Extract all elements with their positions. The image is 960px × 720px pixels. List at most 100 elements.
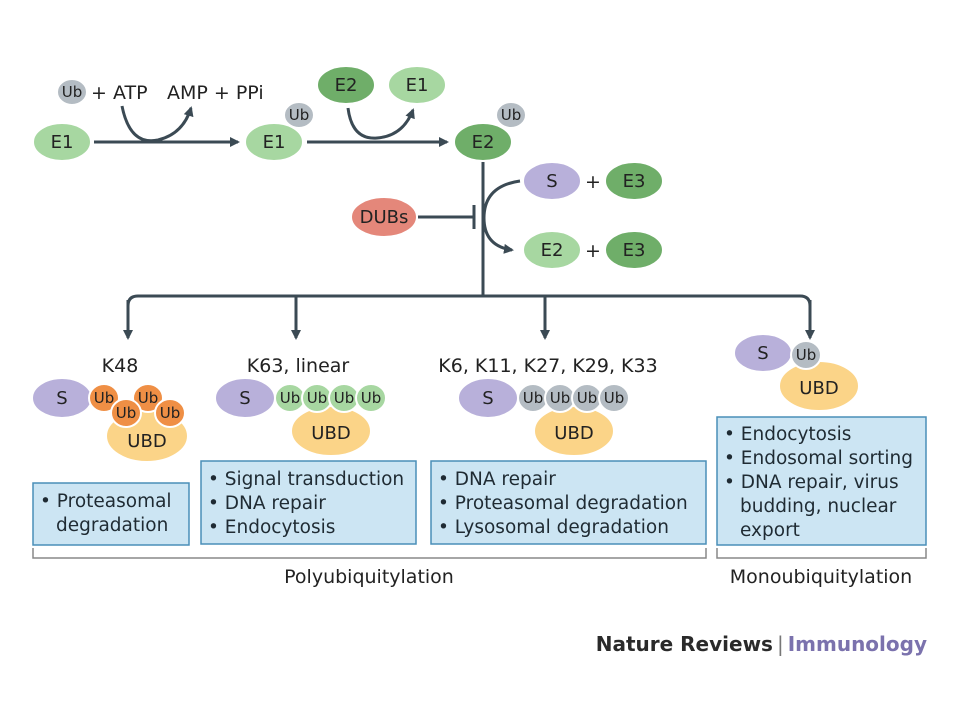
e2-ub-label: E2	[472, 132, 495, 153]
e3-out-node	[604, 230, 664, 270]
ub-k63-2-label: Ub	[307, 389, 328, 407]
poly-label: Polyubiquitylation	[284, 566, 454, 588]
ub-k63-1-label: Ub	[280, 389, 301, 407]
credit-separator: |	[776, 632, 784, 656]
substrate-label: S	[239, 388, 250, 409]
ubd-label: UBD	[127, 431, 166, 452]
substrate-label: S	[757, 343, 768, 364]
ubd-label: UBD	[799, 378, 838, 399]
activation-cascade: Ub + ATP AMP + PPi E1 E1 Ub E2 E1 E2 Ub	[32, 65, 527, 162]
chain-k48: K48 UBD S Ub Ub Ub Ub • Proteasomal degr…	[31, 355, 190, 546]
plus-atp-label: + ATP	[91, 82, 148, 104]
e1-attached-ub-label: Ub	[289, 106, 310, 124]
e2-ub-node	[453, 122, 513, 162]
e1-out-node	[387, 65, 447, 105]
e1-out-label: E1	[406, 75, 429, 96]
ub-k63-4-label: Ub	[361, 389, 382, 407]
dubs-label: DUBs	[360, 207, 409, 228]
e2-e3-out-arc-arrow	[482, 217, 514, 254]
function-box-k48	[32, 482, 190, 546]
function-item: degradation	[56, 515, 168, 536]
function-item: export	[740, 520, 800, 541]
ub-free-node	[56, 78, 88, 106]
e3-out-label: E3	[623, 240, 646, 261]
plus-sign-2: +	[585, 240, 601, 262]
plus-sign-1: +	[585, 171, 601, 193]
ubd-label: UBD	[554, 423, 593, 444]
ub-kother-4	[598, 383, 630, 413]
function-item: • Proteasomal degradation	[438, 493, 688, 514]
function-box-mono	[716, 416, 927, 546]
ub-mono	[790, 340, 822, 370]
ub-k63-3-label: Ub	[334, 389, 355, 407]
ub-k48-1	[88, 383, 120, 413]
e1-label: E1	[51, 132, 74, 153]
function-item: • DNA repair	[208, 493, 326, 514]
function-box-k63	[200, 460, 417, 545]
e2-out-node	[522, 230, 582, 270]
function-item: • Endocytosis	[724, 424, 851, 445]
publisher-name: Nature Reviews	[595, 632, 773, 656]
substrate-label: S	[482, 388, 493, 409]
ub-mono-label: Ub	[796, 346, 817, 364]
ub-k48-3	[110, 398, 142, 428]
substrate-in-label: S	[546, 171, 557, 192]
substrate-label: S	[56, 388, 67, 409]
chain-label-k63: K63, linear	[247, 355, 350, 377]
function-item: • Endocytosis	[208, 517, 335, 538]
mono-brace	[716, 548, 927, 559]
e1-attached-ub	[283, 101, 315, 129]
function-box-kother	[430, 460, 707, 545]
ub-kother-2-label: Ub	[550, 389, 571, 407]
e3-in-label: E3	[623, 171, 646, 192]
ub-kother-4-label: Ub	[604, 389, 625, 407]
e2-out-label: E2	[541, 240, 564, 261]
amp-ppi-label: AMP + PPi	[167, 82, 264, 104]
e3-in-node	[604, 161, 664, 201]
ligation-step: S + E3 E2 + E3 DUBs	[350, 161, 664, 296]
ub-k48-1-label: Ub	[94, 389, 115, 407]
chain-kother: K6, K11, K27, K29, K33 UBD S Ub Ub Ub Ub…	[430, 355, 707, 545]
branch-bar	[126, 294, 812, 333]
ub-k48-4	[154, 398, 186, 428]
e1-ub-label: E1	[263, 132, 286, 153]
mono-label: Monoubiquitylation	[730, 566, 912, 588]
function-item: • DNA repair, virus	[724, 472, 899, 493]
chain-label-k48: K48	[102, 355, 139, 377]
chain-k63: K63, linear UBD S Ub Ub Ub Ub • Signal t…	[200, 355, 417, 545]
function-item: • Signal transduction	[208, 469, 404, 490]
e2-attached-ub-label: Ub	[501, 106, 522, 124]
chain-mono: UBD S Ub • Endocytosis • Endosomal sorti…	[716, 333, 927, 546]
function-item: • Lysosomal degradation	[438, 517, 669, 538]
atp-arc-arrow	[120, 105, 194, 143]
ub-free-label: Ub	[62, 83, 83, 101]
function-item: • Proteasomal	[40, 491, 172, 512]
ub-k48-2	[132, 383, 164, 413]
substrate-in-node	[522, 161, 582, 201]
e2-exchange-arc-arrow	[346, 107, 415, 140]
ub-k63-4	[355, 383, 387, 413]
journal-name: Immunology	[787, 632, 927, 656]
group-braces: Polyubiquitylation Monoubiquitylation	[32, 548, 927, 588]
function-item: • DNA repair	[438, 469, 556, 490]
chain-label-kother: K6, K11, K27, K29, K33	[438, 355, 657, 377]
e1-node	[32, 122, 92, 162]
ub-kother-3-label: Ub	[577, 389, 598, 407]
function-item: budding, nuclear	[740, 496, 897, 517]
ub-k48-4-label: Ub	[160, 404, 181, 422]
ub-kother-1-label: Ub	[523, 389, 544, 407]
e1-ub-node	[244, 122, 304, 162]
branch-arrows	[123, 294, 815, 340]
s-e3-in-arc	[482, 179, 521, 219]
poly-brace	[32, 548, 707, 559]
journal-credit: Nature Reviews|Immunology	[596, 632, 927, 656]
ub-k48-3-label: Ub	[116, 404, 137, 422]
dubs-node	[350, 196, 418, 238]
ub-k48-2-label: Ub	[138, 389, 159, 407]
e2-attached-ub	[495, 101, 527, 129]
ubd-label: UBD	[311, 423, 350, 444]
function-item: • Endosomal sorting	[724, 448, 913, 469]
e2-in-label: E2	[335, 75, 358, 96]
e2-in-node	[316, 65, 376, 105]
